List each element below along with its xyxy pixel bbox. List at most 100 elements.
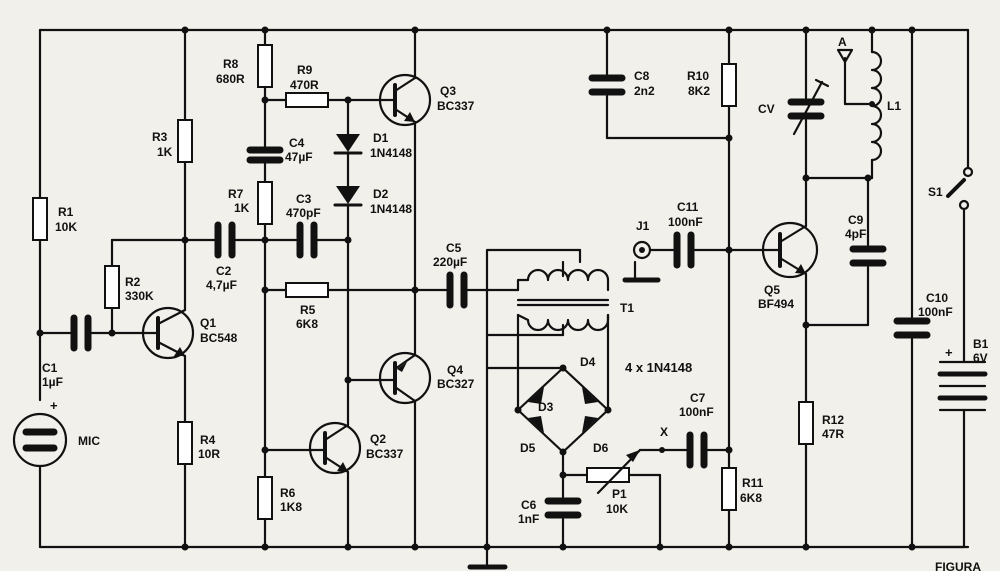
mic-plus: + (50, 398, 58, 413)
c10-capacitor: C10 100nF (893, 26, 953, 551)
c10-value: 100nF (918, 305, 953, 319)
r9-name: R9 (297, 63, 313, 77)
c9-name: C9 (848, 213, 864, 227)
c11-name: C11 (677, 200, 699, 214)
c7-name: C7 (690, 391, 706, 405)
r5-name: R5 (300, 303, 316, 317)
bottom-rail (38, 545, 970, 570)
r2-name: R2 (125, 275, 141, 289)
c5-name: C5 (446, 241, 462, 255)
r11-value: 6K8 (740, 491, 762, 505)
d1-name: D1 (373, 131, 389, 145)
d5-label: D5 (520, 441, 536, 455)
q4-name: Q4 (447, 363, 463, 377)
cv-variable-capacitor[interactable]: CV (758, 26, 830, 228)
q2-name: Q2 (370, 432, 386, 446)
r3-value: 1K (157, 145, 173, 159)
r4-resistor: R4 10R (177, 354, 220, 551)
q4-transistor: Q4 BC327 (346, 351, 475, 551)
c5-capacitor: C5 220µF (433, 241, 520, 309)
c6-value: 1nF (518, 512, 539, 526)
r6-name: R6 (280, 486, 296, 500)
b1-battery: + B1 6V (910, 337, 989, 549)
d3-label: D3 (538, 400, 554, 414)
d6-label: D6 (593, 441, 609, 455)
r10-name: R10 (687, 69, 709, 83)
c11-value: 100nF (668, 215, 703, 229)
c1-name: C1 (42, 361, 58, 375)
q5-value: BF494 (758, 297, 794, 311)
r4-value: 10R (198, 447, 220, 461)
d2-value: 1N4148 (370, 202, 412, 216)
r5-value: 6K8 (296, 317, 318, 331)
j1-jack[interactable]: J1 (622, 219, 675, 283)
q5-transistor: Q5 BF494 (758, 221, 819, 311)
c8-capacitor: C8 2n2 (588, 26, 731, 140)
mic-label: MIC (78, 434, 100, 448)
r6-resistor: R6 1K8 (257, 448, 302, 551)
c3-value: 470pF (286, 206, 321, 220)
r1-value: 10K (55, 220, 77, 234)
r1-name: R1 (58, 205, 74, 219)
b1-name: B1 (973, 337, 989, 351)
q3-value: BC337 (437, 99, 475, 113)
r12-value: 47R (822, 427, 844, 441)
d2-name: D2 (373, 187, 389, 201)
r12-resistor: R12 47R (798, 272, 844, 551)
r10-resistor: R10 8K2 (687, 26, 737, 480)
q3-name: Q3 (440, 84, 456, 98)
d1-diode: D1 1N4148 (333, 98, 412, 188)
s1-switch[interactable]: S1 (928, 28, 974, 364)
d2-diode: D2 1N4148 (333, 186, 412, 384)
x-label: X (660, 425, 668, 439)
c8-value: 2n2 (634, 84, 655, 98)
q5-name: Q5 (764, 283, 780, 297)
c3-capacitor: C3 470pF (263, 192, 350, 259)
r3-resistor: R3 1K (152, 26, 193, 312)
c4-value: 47µF (285, 150, 313, 164)
c10-name: C10 (926, 291, 948, 305)
r9-resistor: R9 470R (263, 63, 387, 108)
s1-label: S1 (928, 185, 943, 199)
j1-label: J1 (636, 219, 650, 233)
r6-value: 1K8 (280, 500, 302, 514)
figura-label: FIGURA (935, 560, 981, 571)
t1-transformer: T1 (483, 248, 634, 551)
c1-capacitor: C1 1µF (36, 314, 147, 389)
c6-capacitor: C6 1nF (518, 497, 582, 551)
l1-coil: A L1 (804, 26, 901, 180)
q1-name: Q1 (200, 316, 216, 330)
r4-name: R4 (200, 433, 216, 447)
c8-name: C8 (634, 69, 650, 83)
c2-name: C2 (216, 264, 232, 278)
r8-value: 680R (216, 72, 245, 86)
antenna-label: A (838, 35, 847, 49)
p1-name: P1 (612, 487, 627, 501)
r11-name: R11 (742, 476, 764, 490)
q1-transistor: Q1 BC548 (141, 306, 238, 360)
c1-value: 1µF (42, 375, 63, 389)
r12-name: R12 (822, 413, 844, 427)
r1-resistor: R1 10K (32, 28, 77, 402)
c7-value: 100nF (679, 405, 714, 419)
c3-name: C3 (296, 192, 312, 206)
c2-value: 4,7µF (206, 278, 237, 292)
b1-value: 6V (973, 351, 988, 365)
q2-transistor: Q2 BC337 (261, 378, 404, 551)
d1-value: 1N4148 (370, 146, 412, 160)
r7-resistor: R7 1K (228, 181, 273, 452)
c9-capacitor: C9 4pF (802, 174, 887, 329)
r2-resistor: R2 330K (104, 238, 187, 337)
r2-value: 330K (125, 289, 154, 303)
r5-resistor: R5 6K8 (263, 282, 448, 331)
c2-capacitor: C2 4,7µF (183, 221, 267, 292)
c7-capacitor: X C7 100nF (659, 391, 733, 469)
p1-potentiometer: P1 10K (559, 448, 664, 551)
q4-value: BC327 (437, 377, 475, 391)
mic: + MIC (12, 398, 100, 549)
c4-capacitor: C4 47µF (246, 136, 313, 184)
r3-name: R3 (152, 130, 168, 144)
b1-plus: + (945, 345, 953, 360)
